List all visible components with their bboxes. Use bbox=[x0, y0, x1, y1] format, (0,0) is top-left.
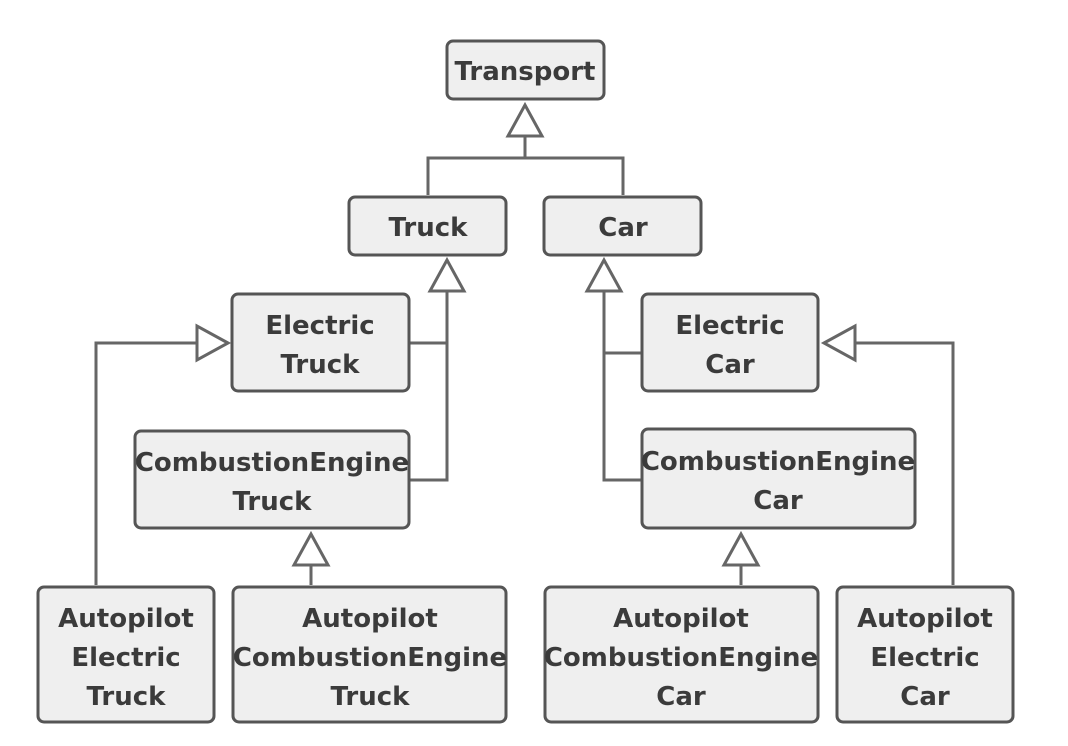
class-node-truck: Truck bbox=[347, 195, 508, 257]
inheritance-arrow-icon bbox=[427, 256, 467, 293]
node-label: CombustionEngine bbox=[135, 448, 409, 478]
node-label: Truck bbox=[233, 487, 313, 517]
node-label: Truck bbox=[389, 213, 469, 243]
class-node-combustion-engine-car: CombustionEngine Car bbox=[640, 427, 917, 530]
class-node-autopilot-electric-car: Autopilot Electric Car bbox=[835, 585, 1015, 724]
inheritance-arrow-icon bbox=[291, 530, 331, 567]
node-label: Electric bbox=[870, 643, 979, 673]
node-label: Car bbox=[900, 682, 950, 712]
node-label: Autopilot bbox=[857, 604, 993, 634]
class-node-car: Car bbox=[542, 195, 703, 257]
edge-autopilot-electric-car-to-electric-car bbox=[855, 341, 955, 585]
node-label: Car bbox=[598, 213, 648, 243]
connectors bbox=[94, 136, 955, 585]
arrowheads bbox=[195, 101, 857, 567]
node-label: Autopilot bbox=[613, 604, 749, 634]
node-label: CombustionEngine bbox=[544, 643, 818, 673]
inheritance-arrow-icon bbox=[721, 530, 761, 567]
edge-electric-combustion-car-to-car bbox=[602, 291, 642, 482]
node-label: Electric bbox=[71, 643, 180, 673]
node-label: Truck bbox=[281, 350, 361, 380]
class-node-combustion-engine-truck: CombustionEngine Truck bbox=[133, 429, 411, 530]
class-node-transport: Transport bbox=[445, 39, 606, 101]
class-node-electric-truck: Electric Truck bbox=[230, 292, 411, 393]
node-label: Autopilot bbox=[302, 604, 438, 634]
class-node-autopilot-electric-truck: Autopilot Electric Truck bbox=[36, 585, 216, 724]
node-label: Car bbox=[753, 486, 803, 516]
node-label: Car bbox=[705, 350, 755, 380]
node-label: CombustionEngine bbox=[233, 643, 507, 673]
node-label: Car bbox=[656, 682, 706, 712]
class-node-autopilot-combustion-engine-car: Autopilot CombustionEngine Car bbox=[543, 585, 820, 724]
node-label: Transport bbox=[455, 57, 596, 87]
node-label: Autopilot bbox=[58, 604, 194, 634]
inheritance-arrow-icon bbox=[195, 323, 232, 363]
inheritance-arrow-icon bbox=[584, 256, 624, 293]
node-label: Electric bbox=[265, 311, 374, 341]
node-label: Truck bbox=[331, 682, 411, 712]
edge-autopilot-electric-truck-to-electric-truck bbox=[94, 341, 197, 585]
node-label: Electric bbox=[675, 311, 784, 341]
edge-truck-car-to-transport bbox=[426, 136, 625, 195]
class-node-autopilot-combustion-engine-truck: Autopilot CombustionEngine Truck bbox=[231, 585, 508, 724]
inheritance-arrow-icon bbox=[820, 323, 857, 363]
edge-electric-combustion-truck-to-truck bbox=[410, 291, 449, 482]
node-label: Truck bbox=[87, 682, 167, 712]
inheritance-arrow-icon bbox=[505, 101, 545, 138]
class-node-electric-car: Electric Car bbox=[640, 292, 820, 393]
node-label: CombustionEngine bbox=[641, 447, 915, 477]
